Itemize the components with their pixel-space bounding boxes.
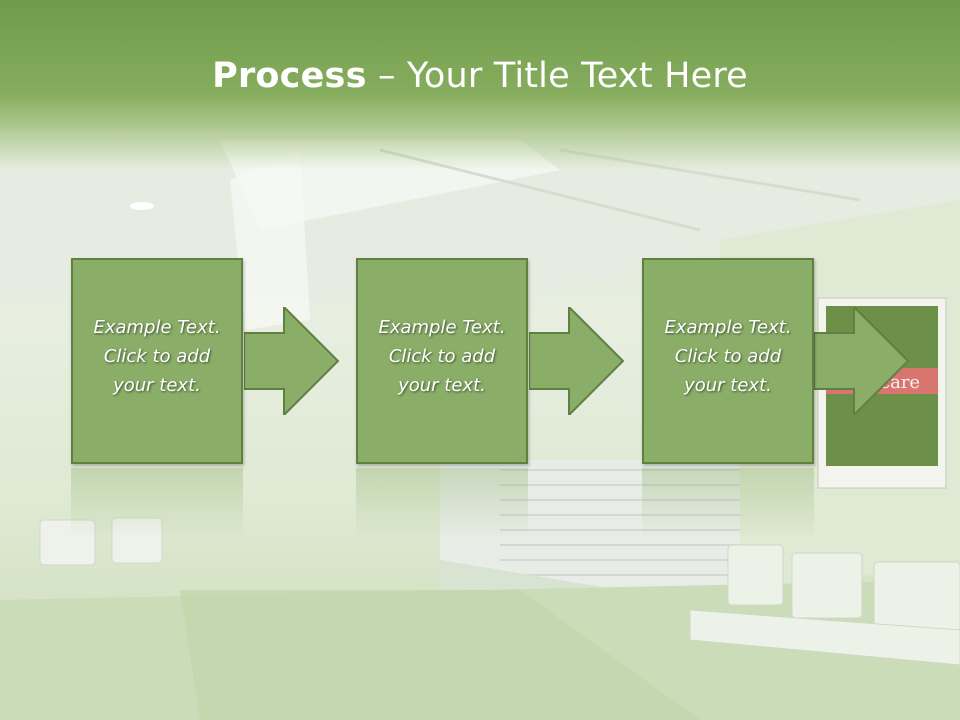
step-2-text: Example Text. Click to add your text. xyxy=(378,316,506,396)
arrow-1 xyxy=(244,307,340,415)
step-3-reflection xyxy=(642,468,814,538)
arrow-3 xyxy=(814,307,910,415)
process-step-2[interactable]: Example Text. Click to add your text. xyxy=(356,258,528,464)
arrow-2 xyxy=(529,307,625,415)
step-3-text: Example Text. Click to add your text. xyxy=(664,316,792,396)
step-1-reflection xyxy=(71,468,243,538)
process-step-3[interactable]: Example Text. Click to add your text. xyxy=(642,258,814,464)
step-1-text: Example Text. Click to add your text. xyxy=(93,316,221,396)
title-bold: Process xyxy=(212,56,367,96)
title-band xyxy=(0,0,960,170)
process-step-1[interactable]: Example Text. Click to add your text. xyxy=(71,258,243,464)
step-2-reflection xyxy=(356,468,528,538)
slide-title[interactable]: Process – Your Title Text Here xyxy=(0,52,960,100)
title-rest: – Your Title Text Here xyxy=(366,56,748,96)
